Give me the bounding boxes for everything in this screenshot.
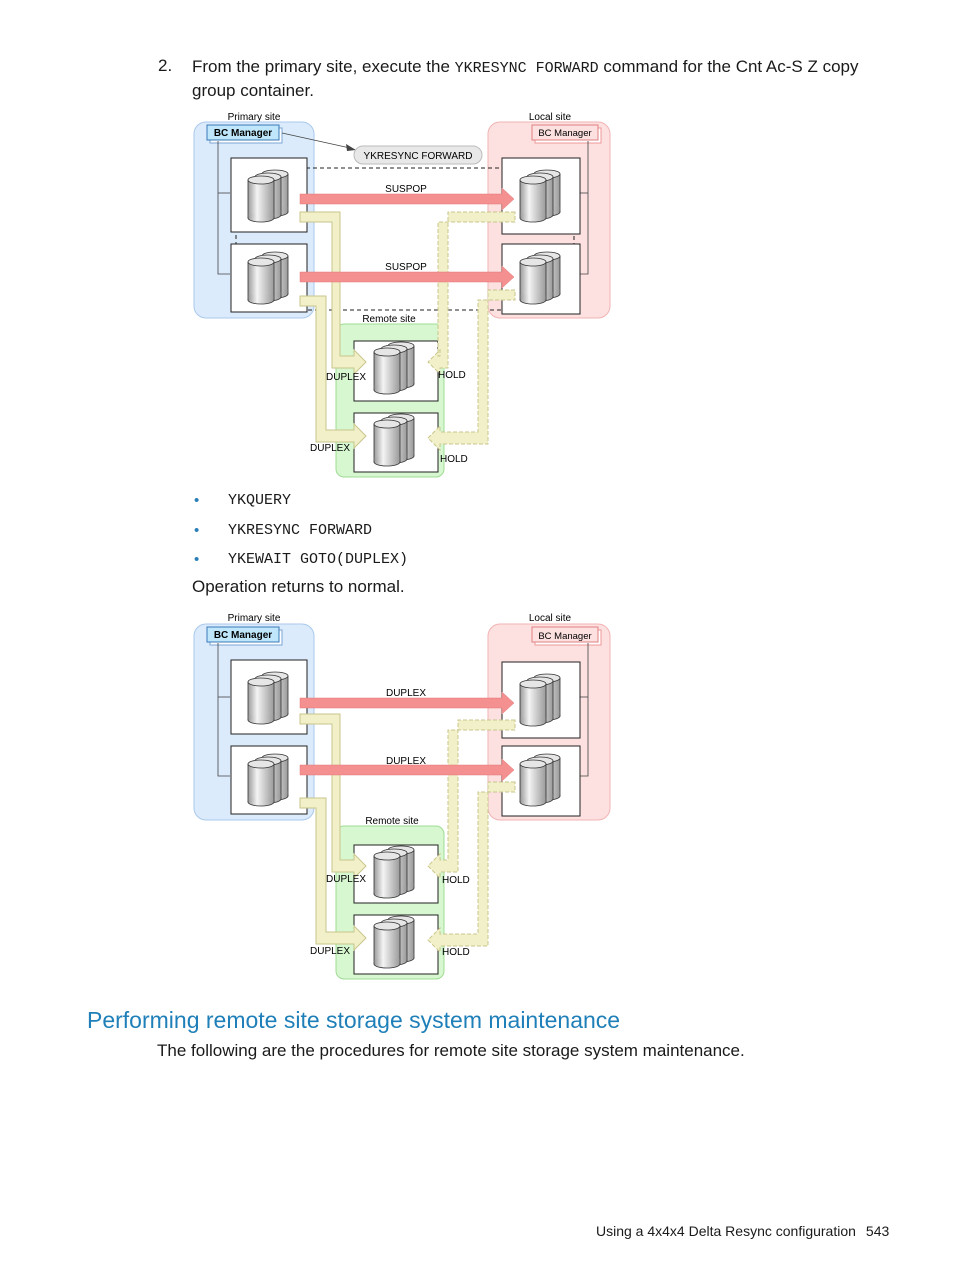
yellow-arrow-local-remote-1 [427, 211, 516, 376]
remote-state-left-1: DUPLEX [326, 372, 366, 383]
arrow-label-bottom: SUSPOP [385, 262, 427, 273]
step-text-after: command for the Cnt Ac-S Z copy group co… [192, 57, 859, 100]
disk-icon [373, 915, 415, 969]
remote-state-right-1: HOLD [438, 370, 466, 381]
diagram-normal-operation: Primary site Local site Remote site BC M… [193, 613, 611, 980]
disk-icon [519, 169, 561, 223]
bc-manager-local [531, 626, 599, 643]
section-heading: Performing remote site storage system ma… [87, 1007, 621, 1033]
red-arrow-suspop-2 [299, 265, 515, 289]
section-intro: The following are the procedures for rem… [157, 1041, 745, 1060]
disk-icon [247, 169, 289, 223]
command-text: YKRESYNC FORWARD [228, 521, 373, 539]
disk-icon [247, 251, 289, 305]
remote-state-left-2: DUPLEX [310, 443, 350, 454]
command-text: YKEWAIT GOTO(DUPLEX) [228, 551, 409, 568]
red-arrow-duplex-2 [299, 758, 515, 782]
primary-site-label: Primary site [228, 613, 281, 624]
list-item: • YKEWAIT GOTO(DUPLEX) [192, 551, 408, 581]
disk-icon [519, 753, 561, 807]
arrow-label-bottom: DUPLEX [386, 756, 426, 767]
disk-icon [373, 845, 415, 899]
bc-manager-local-label: BC Manager [538, 631, 591, 642]
remote-state-left-1: DUPLEX [326, 874, 366, 885]
bc-manager-primary [206, 124, 280, 141]
local-site-label: Local site [529, 112, 572, 123]
step-text: From the primary site, execute the YKRES… [192, 56, 892, 102]
disk-icon [247, 753, 289, 807]
bc-manager-primary-label: BC Manager [214, 630, 272, 641]
red-arrow-duplex-1 [299, 691, 515, 715]
disk-icon [519, 673, 561, 727]
local-site-label: Local site [529, 613, 572, 624]
yellow-arrow-local-remote-2 [427, 781, 516, 954]
yellow-arrow-primary-remote-1 [299, 211, 367, 376]
diagram-resync-forward: Primary site Local site Remote site BC M… [193, 112, 611, 478]
yellow-arrow-local-remote-2 [427, 289, 516, 452]
bc-manager-local-label: BC Manager [538, 128, 591, 139]
list-item: • YKQUERY [192, 492, 408, 522]
disk-icon [247, 671, 289, 725]
footer-title: Using a 4x4x4 Delta Resync configuration [596, 1223, 856, 1239]
bullet-icon: • [194, 492, 200, 509]
step-command: YKRESYNC FORWARD [454, 60, 599, 77]
disk-icon [373, 413, 415, 467]
primary-site-label: Primary site [228, 112, 281, 123]
arrow-label-top: SUSPOP [385, 184, 427, 195]
command-callout-label: YKRESYNC FORWARD [364, 151, 473, 162]
yellow-arrow-primary-remote-2 [299, 295, 367, 450]
page-footer: Using a 4x4x4 Delta Resync configuration… [596, 1223, 889, 1239]
command-list: • YKQUERY • YKRESYNC FORWARD • YKEWAIT GOTO… [192, 492, 408, 581]
remote-site-label: Remote site [362, 314, 416, 325]
step-text-before: From the primary site, execute the [192, 57, 455, 76]
operation-text: Operation returns to normal. [192, 577, 405, 596]
arrow-label-top: DUPLEX [386, 688, 426, 699]
remote-state-left-2: DUPLEX [310, 946, 350, 957]
yellow-arrow-primary-remote-2 [299, 797, 367, 952]
remote-site-label: Remote site [365, 816, 419, 827]
disk-icon [519, 251, 561, 305]
remote-state-right-1: HOLD [442, 875, 470, 886]
command-text: YKQUERY [228, 492, 292, 509]
red-arrow-suspop-1 [299, 187, 515, 211]
step-number: 2. [158, 56, 173, 75]
copy-group-container [235, 167, 575, 311]
remote-state-right-2: HOLD [440, 454, 468, 465]
bc-manager-local [531, 124, 599, 141]
yellow-arrow-local-remote-1 [427, 719, 516, 880]
page-number: 543 [865, 1223, 890, 1239]
bc-manager-primary-label: BC Manager [214, 128, 272, 139]
bullet-icon: • [194, 551, 200, 568]
command-callout [353, 145, 483, 165]
bc-manager-primary [206, 626, 280, 643]
bullet-icon: • [194, 521, 200, 539]
list-item: • YKRESYNC FORWARD [192, 522, 408, 552]
remote-state-right-2: HOLD [442, 947, 470, 958]
disk-icon [373, 341, 415, 395]
yellow-arrow-primary-remote-1 [299, 713, 367, 880]
